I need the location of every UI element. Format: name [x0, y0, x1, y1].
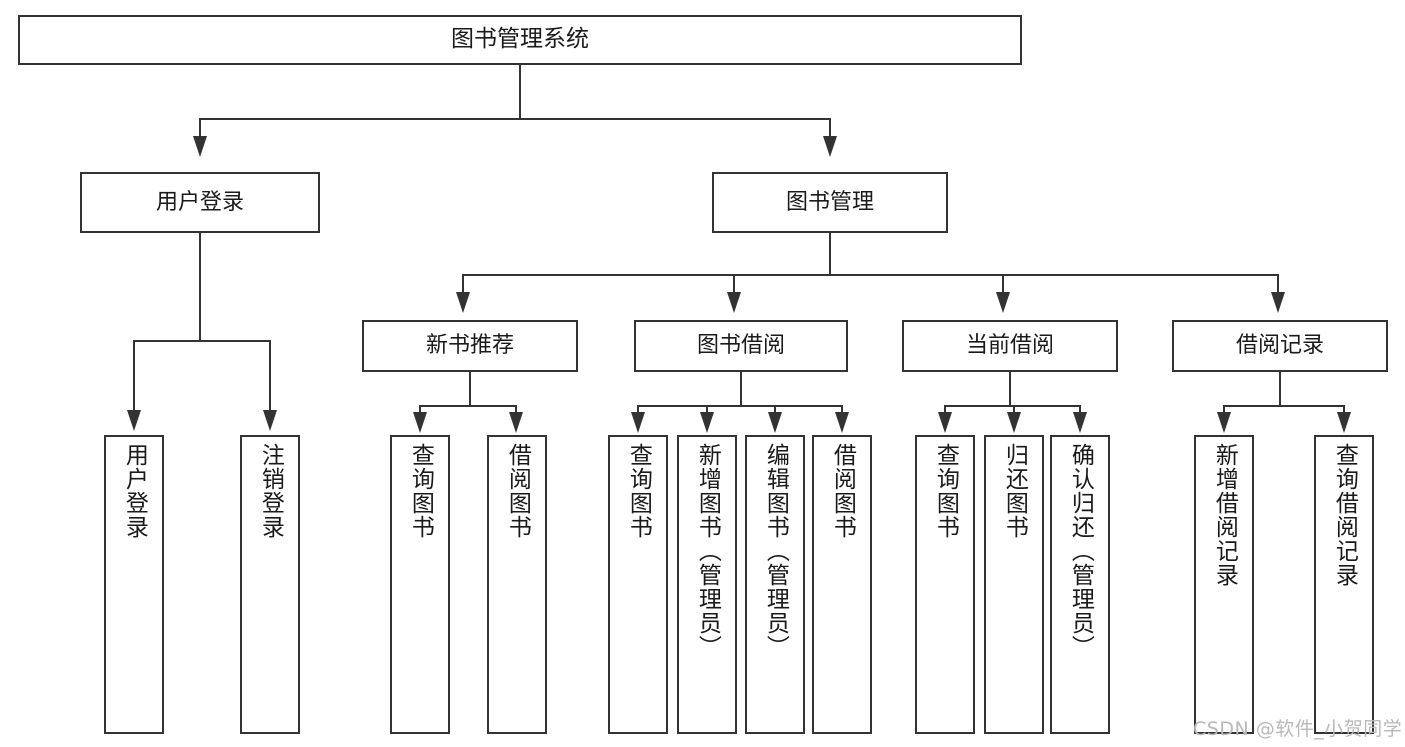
leaf-return-book[interactable]: 归还图书 — [984, 435, 1044, 734]
leaf-user-login[interactable]: 用户登录 — [104, 435, 164, 734]
arrow-to-current-borrow — [996, 292, 1010, 313]
node-label: 新书推荐 — [425, 333, 514, 359]
connector-book-borrow-drop-1 — [637, 405, 639, 414]
node-book-borrow[interactable]: 图书借阅 — [634, 320, 848, 372]
node-label: 图书管理系统 — [451, 26, 589, 53]
leaf-query-book-recommend[interactable]: 查询图书 — [390, 435, 450, 734]
node-current-borrow[interactable]: 当前借阅 — [902, 320, 1118, 372]
connector-level3-drop-1 — [462, 274, 464, 294]
connector-user-login-bus — [133, 340, 271, 342]
arrow-to-book-borrow — [727, 292, 741, 313]
connector-book-borrow-bus — [637, 405, 843, 407]
connector-user-login-drop-2 — [269, 340, 271, 412]
connector-level3-bus — [462, 274, 1279, 276]
connector-book-borrow-drop-4 — [841, 405, 843, 414]
connector-level3-drop-4 — [1277, 274, 1279, 294]
arrow-to-logout-leaf — [263, 410, 277, 431]
leaf-add-borrow-record[interactable]: 新增借阅记录 — [1194, 435, 1254, 734]
arrow-to-user-login-leaf — [127, 410, 141, 431]
connector-level3-drop-3 — [1002, 274, 1004, 294]
connector-new-book-stem — [469, 372, 471, 406]
node-label: 编辑图书（管理员） — [762, 443, 789, 659]
leaf-add-book-admin[interactable]: 新增图书（管理员） — [677, 435, 737, 734]
connector-book-borrow-stem — [740, 372, 742, 406]
connector-borrow-record-bus — [1223, 405, 1345, 407]
leaf-borrow-book[interactable]: 借阅图书 — [812, 435, 872, 734]
connector-borrow-record-drop-2 — [1343, 405, 1345, 414]
node-user-login[interactable]: 用户登录 — [80, 172, 320, 233]
connector-new-book-drop-1 — [419, 405, 421, 414]
node-label: 图书管理 — [785, 189, 874, 215]
node-label: 借阅图书 — [829, 443, 856, 539]
connector-book-management-stem — [829, 233, 831, 275]
node-label: 借阅记录 — [1235, 333, 1324, 359]
watermark-text: CSDN @软件_小贺同学 — [1193, 718, 1403, 740]
connector-level2-bus — [199, 118, 831, 120]
node-label: 图书借阅 — [696, 333, 785, 359]
arrow-to-book-borrow-leaf-1 — [631, 412, 645, 433]
connector-user-login-drop-1 — [133, 340, 135, 412]
node-label: 当前借阅 — [965, 333, 1054, 359]
connector-borrow-record-drop-1 — [1223, 405, 1225, 414]
leaf-borrow-book-recommend[interactable]: 借阅图书 — [487, 435, 547, 734]
arrow-to-new-book-recommend — [456, 292, 470, 313]
node-label: 查询图书 — [932, 443, 959, 539]
node-borrow-record[interactable]: 借阅记录 — [1172, 320, 1388, 372]
node-label: 注销登录 — [257, 443, 284, 539]
node-new-book-recommend[interactable]: 新书推荐 — [362, 320, 578, 372]
connector-root-stem — [519, 65, 521, 119]
node-label: 用户登录 — [155, 189, 244, 215]
node-root-book-management-system[interactable]: 图书管理系统 — [18, 15, 1022, 65]
arrow-to-current-borrow-leaf-2 — [1007, 412, 1021, 433]
leaf-query-book-borrow[interactable]: 查询图书 — [608, 435, 668, 734]
node-label: 确认归还（管理员） — [1067, 443, 1094, 659]
connector-book-borrow-drop-2 — [706, 405, 708, 414]
connector-book-borrow-drop-3 — [774, 405, 776, 414]
arrow-to-book-borrow-leaf-4 — [835, 412, 849, 433]
arrow-to-user-login — [193, 136, 207, 157]
node-label: 新增借阅记录 — [1211, 443, 1238, 587]
node-label: 查询图书 — [625, 443, 652, 539]
arrow-to-borrow-record — [1271, 292, 1285, 313]
arrow-to-book-borrow-leaf-2 — [700, 412, 714, 433]
node-label: 查询借阅记录 — [1331, 443, 1358, 587]
leaf-query-book-current[interactable]: 查询图书 — [915, 435, 975, 734]
node-label: 归还图书 — [1001, 443, 1028, 539]
connector-current-borrow-drop-3 — [1079, 405, 1081, 414]
arrow-to-borrow-record-leaf-1 — [1217, 412, 1231, 433]
node-label: 用户登录 — [121, 443, 148, 539]
connector-borrow-record-stem — [1279, 372, 1281, 406]
arrow-to-book-management — [823, 136, 837, 157]
connector-new-book-bus — [419, 405, 517, 407]
leaf-edit-book-admin[interactable]: 编辑图书（管理员） — [745, 435, 805, 734]
arrow-to-book-borrow-leaf-3 — [768, 412, 782, 433]
connector-current-borrow-drop-1 — [944, 405, 946, 414]
arrow-to-new-book-leaf-1 — [413, 412, 427, 433]
leaf-query-borrow-record[interactable]: 查询借阅记录 — [1314, 435, 1374, 734]
leaf-confirm-return-admin[interactable]: 确认归还（管理员） — [1050, 435, 1110, 734]
node-label: 查询图书 — [407, 443, 434, 539]
connector-level2-drop-right — [829, 118, 831, 138]
arrow-to-new-book-leaf-2 — [509, 412, 523, 433]
arrow-to-current-borrow-leaf-3 — [1073, 412, 1087, 433]
connector-current-borrow-stem — [1009, 372, 1011, 406]
node-book-management[interactable]: 图书管理 — [712, 172, 948, 233]
node-label: 新增图书（管理员） — [694, 443, 721, 659]
leaf-logout[interactable]: 注销登录 — [240, 435, 300, 734]
node-label: 借阅图书 — [504, 443, 531, 539]
connector-user-login-stem — [199, 233, 201, 341]
connector-level3-drop-2 — [733, 274, 735, 294]
connector-current-borrow-drop-2 — [1013, 405, 1015, 414]
connector-level2-drop-left — [199, 118, 201, 138]
arrow-to-current-borrow-leaf-1 — [938, 412, 952, 433]
connector-new-book-drop-2 — [515, 405, 517, 414]
connector-current-borrow-bus — [944, 405, 1081, 407]
arrow-to-borrow-record-leaf-2 — [1337, 412, 1351, 433]
